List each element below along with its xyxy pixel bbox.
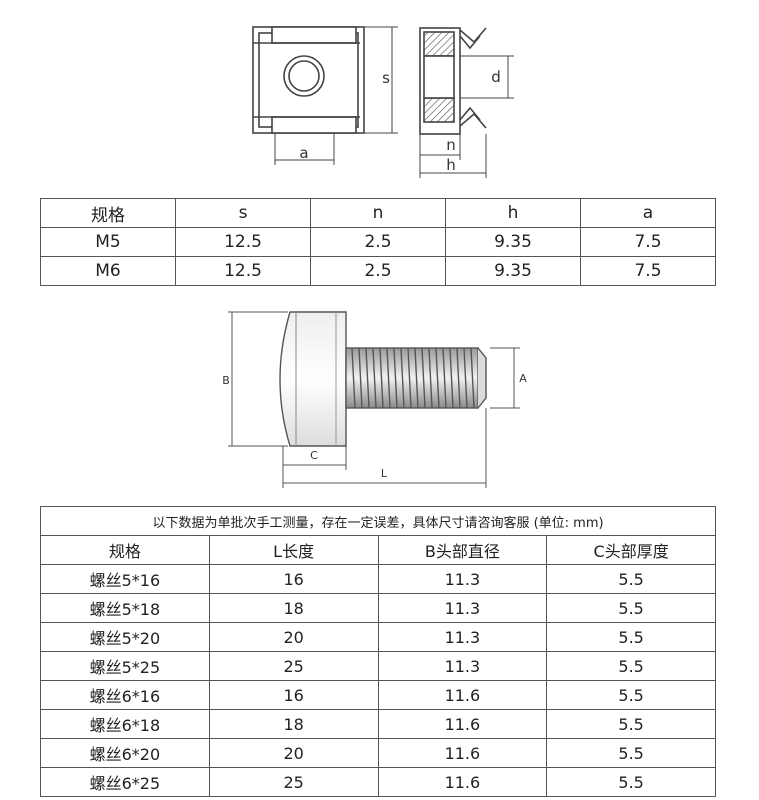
nut-spec-table: 规格 s n h a M5 12.5 2.5 9.35 7.5 M6 12.5 …: [40, 198, 716, 286]
table-cell: 5.5: [546, 564, 716, 594]
table-cell: 5.5: [546, 738, 716, 768]
nut-side-view: [419, 27, 514, 178]
table-cell: 20: [208, 738, 379, 768]
table-cell: 11.3: [377, 622, 548, 652]
header-cell: 规格: [40, 535, 210, 565]
table-cell: 18: [208, 709, 379, 739]
table-header-row: 规格 L长度 B头部直径 C头部厚度: [40, 535, 716, 565]
table-row: M6 12.5 2.5 9.35 7.5: [40, 256, 716, 286]
table-cell: 11.6: [377, 767, 548, 797]
table-cell: 螺丝5*18: [40, 593, 210, 623]
table-cell: 11.3: [377, 593, 548, 623]
label-l: L: [381, 467, 388, 480]
table-cell: 螺丝6*20: [40, 738, 210, 768]
table-cell: 螺丝5*20: [40, 622, 210, 652]
header-cell: B头部直径: [377, 535, 548, 565]
screw-body: [279, 311, 487, 447]
table-cell: 2.5: [310, 227, 446, 257]
table-cell: 2.5: [310, 256, 446, 286]
table-cell: 11.6: [377, 680, 548, 710]
header-cell: h: [445, 198, 581, 228]
header-cell: L长度: [208, 535, 379, 565]
label-c: C: [310, 449, 318, 462]
label-h: h: [446, 156, 456, 174]
screw-dimension-lines: [228, 311, 520, 488]
screw-drawing: B A C L: [222, 311, 527, 488]
label-s: s: [382, 69, 390, 87]
table-cell: 5.5: [546, 651, 716, 681]
header-cell: C头部厚度: [546, 535, 716, 565]
table-cell: 7.5: [580, 227, 716, 257]
measurement-note: 以下数据为单批次手工测量，存在一定误差，具体尺寸请咨询客服 (单位: mm): [40, 506, 716, 536]
label-b: B: [222, 374, 230, 387]
nut-front-view: [252, 26, 398, 165]
table-cell: 螺丝6*16: [40, 680, 210, 710]
table-cell: 螺丝6*25: [40, 767, 210, 797]
table-cell: 20: [208, 622, 379, 652]
table-cell: 16: [208, 680, 379, 710]
table-cell: 5.5: [546, 767, 716, 797]
table-cell: 9.35: [445, 256, 581, 286]
screw-spec-table: 以下数据为单批次手工测量，存在一定误差，具体尺寸请咨询客服 (单位: mm) 规…: [40, 506, 716, 797]
table-cell: 11.6: [377, 709, 548, 739]
table-cell: 18: [208, 593, 379, 623]
table-row: M5 12.5 2.5 9.35 7.5: [40, 227, 716, 257]
table-cell: M5: [40, 227, 176, 257]
label-d: d: [491, 68, 501, 86]
table-cell: 11.3: [377, 651, 548, 681]
table-cell: 25: [208, 767, 379, 797]
table-cell: 12.5: [175, 256, 311, 286]
table-cell: M6: [40, 256, 176, 286]
header-cell: a: [580, 198, 716, 228]
cage-nut-drawing: a s d n h: [252, 26, 514, 178]
table-cell: 9.35: [445, 227, 581, 257]
table-cell: 12.5: [175, 227, 311, 257]
label-a: a: [299, 144, 308, 162]
table-cell: 11.6: [377, 738, 548, 768]
label-a: A: [519, 372, 527, 385]
header-cell: s: [175, 198, 311, 228]
table-cell: 5.5: [546, 680, 716, 710]
table-cell: 7.5: [580, 256, 716, 286]
table-cell: 5.5: [546, 593, 716, 623]
table-cell: 11.3: [377, 564, 548, 594]
table-cell: 螺丝6*18: [40, 709, 210, 739]
table-cell: 25: [208, 651, 379, 681]
table-note-row: 以下数据为单批次手工测量，存在一定误差，具体尺寸请咨询客服 (单位: mm): [40, 506, 716, 536]
table-cell: 5.5: [546, 622, 716, 652]
header-cell: n: [310, 198, 446, 228]
table-cell: 16: [208, 564, 379, 594]
table-cell: 螺丝5*16: [40, 564, 210, 594]
label-n: n: [446, 136, 456, 154]
table-header-row: 规格 s n h a: [40, 198, 716, 228]
table-cell: 5.5: [546, 709, 716, 739]
header-cell: 规格: [40, 198, 176, 228]
table-cell: 螺丝5*25: [40, 651, 210, 681]
